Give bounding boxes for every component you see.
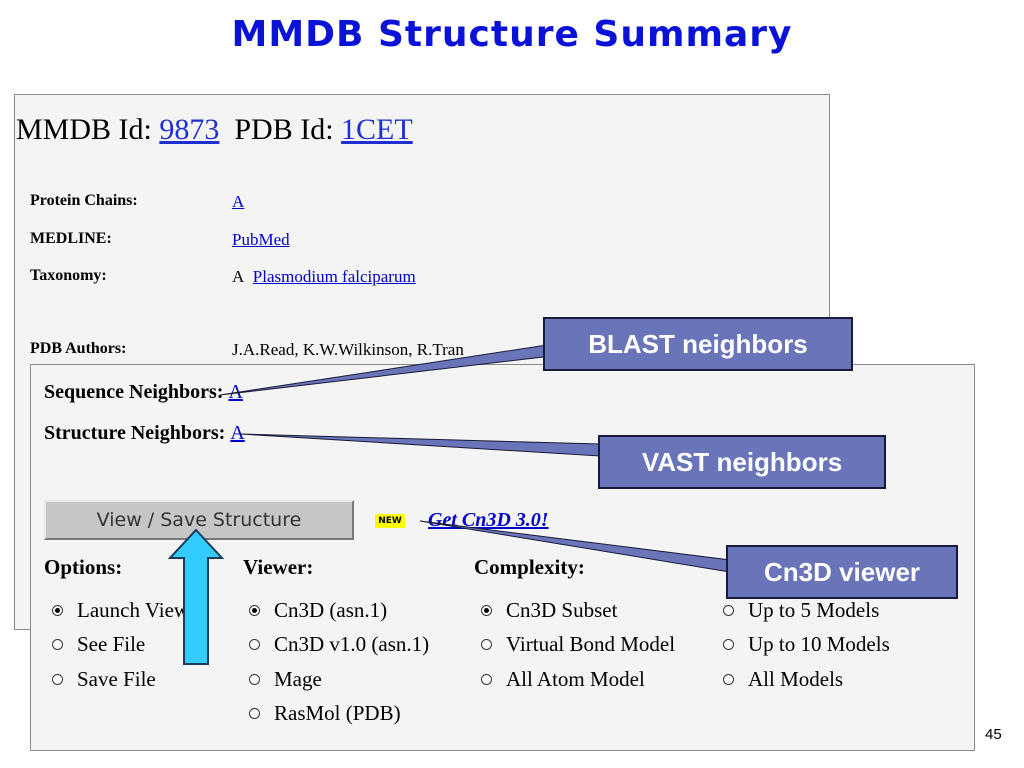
option-label: See File — [77, 632, 146, 656]
blast-neighbors-callout: BLAST neighbors — [543, 317, 853, 371]
complexity-virtual-bond[interactable]: Virtual Bond Model — [481, 632, 675, 657]
radio-all-atom[interactable] — [481, 674, 492, 685]
viewer-label: Mage — [274, 667, 322, 691]
viewer-cn3d-v1[interactable]: Cn3D v1.0 (asn.1) — [249, 632, 429, 657]
complexity-cn3d-subset[interactable]: Cn3D Subset — [481, 598, 617, 623]
pdb-id-link[interactable]: 1CET — [341, 113, 413, 146]
viewer-heading: Viewer: — [243, 555, 314, 579]
radio-cn3d-asn1[interactable] — [249, 605, 260, 616]
complexity-label: Virtual Bond Model — [506, 632, 676, 656]
models-label: All Models — [748, 667, 844, 691]
taxonomy-link[interactable]: Plasmodium falciparum — [252, 267, 416, 286]
options-heading: Options: — [44, 555, 123, 579]
taxonomy-label: Taxonomy: — [30, 267, 107, 284]
structure-id-header: MMDB Id: 9873 PDB Id: 1CET — [16, 113, 413, 147]
viewer-cn3d-asn1[interactable]: Cn3D (asn.1) — [249, 598, 387, 623]
structure-neighbors-link[interactable]: A — [230, 422, 245, 444]
protein-chains-label: Protein Chains: — [30, 192, 138, 209]
cn3d-viewer-callout: Cn3D viewer — [726, 545, 958, 599]
radio-up-to-10[interactable] — [723, 639, 734, 650]
viewer-rasmol[interactable]: RasMol (PDB) — [249, 701, 401, 726]
complexity-label: Cn3D Subset — [506, 598, 618, 622]
protein-chain-a-link[interactable]: A — [232, 192, 245, 211]
slide-number: 45 — [985, 726, 1002, 743]
cn3d-connector — [419, 520, 731, 573]
option-save-file[interactable]: Save File — [52, 667, 156, 692]
sequence-neighbors-link[interactable]: A — [228, 381, 243, 403]
radio-mage[interactable] — [249, 674, 260, 685]
models-label: Up to 10 Models — [748, 632, 890, 656]
models-up-to-10[interactable]: Up to 10 Models — [723, 632, 890, 657]
models-label: Up to 5 Models — [748, 598, 880, 622]
pubmed-link[interactable]: PubMed — [232, 230, 290, 249]
viewer-mage[interactable]: Mage — [249, 667, 322, 692]
view-save-structure-button[interactable]: View / Save Structure — [44, 500, 354, 540]
viewer-label: RasMol (PDB) — [274, 701, 401, 725]
structure-neighbors-label: Structure Neighbors: — [44, 422, 226, 444]
option-label: Save File — [77, 667, 156, 691]
models-up-to-5[interactable]: Up to 5 Models — [723, 598, 879, 623]
vast-neighbors-callout: VAST neighbors — [598, 435, 886, 489]
option-see-file[interactable]: See File — [52, 632, 145, 657]
slide-title: MMDB Structure Summary — [231, 14, 793, 55]
taxonomy-chain: A — [232, 267, 245, 286]
complexity-all-atom[interactable]: All Atom Model — [481, 667, 645, 692]
new-badge: NEW — [375, 514, 405, 528]
radio-all-models[interactable] — [723, 674, 734, 685]
complexity-heading: Complexity: — [474, 555, 585, 579]
radio-cn3d-subset[interactable] — [481, 605, 492, 616]
radio-launch-viewer[interactable] — [52, 605, 63, 616]
radio-see-file[interactable] — [52, 639, 63, 650]
sequence-neighbors-row: Sequence Neighbors: A — [44, 381, 243, 404]
viewer-label: Cn3D (asn.1) — [274, 598, 388, 622]
complexity-label: All Atom Model — [506, 667, 645, 691]
radio-save-file[interactable] — [52, 674, 63, 685]
up-arrow-icon — [167, 528, 225, 665]
viewer-label: Cn3D v1.0 (asn.1) — [274, 632, 430, 656]
structure-neighbors-row: Structure Neighbors: A — [44, 422, 245, 445]
models-all[interactable]: All Models — [723, 667, 843, 692]
radio-virtual-bond[interactable] — [481, 639, 492, 650]
vast-connector — [239, 433, 601, 457]
pdb-id-label: PDB Id: — [234, 113, 334, 146]
pdb-authors-label: PDB Authors: — [30, 340, 127, 357]
radio-cn3d-v1[interactable] — [249, 639, 260, 650]
pdb-authors-value: J.A.Read, K.W.Wilkinson, R.Tran — [232, 340, 464, 359]
radio-rasmol[interactable] — [249, 708, 260, 719]
blast-connector — [219, 342, 561, 396]
mmdb-id-label: MMDB Id: — [16, 113, 152, 146]
sequence-neighbors-label: Sequence Neighbors: — [44, 381, 224, 403]
mmdb-id-link[interactable]: 9873 — [159, 113, 220, 146]
radio-up-to-5[interactable] — [723, 605, 734, 616]
medline-label: MEDLINE: — [30, 230, 112, 247]
